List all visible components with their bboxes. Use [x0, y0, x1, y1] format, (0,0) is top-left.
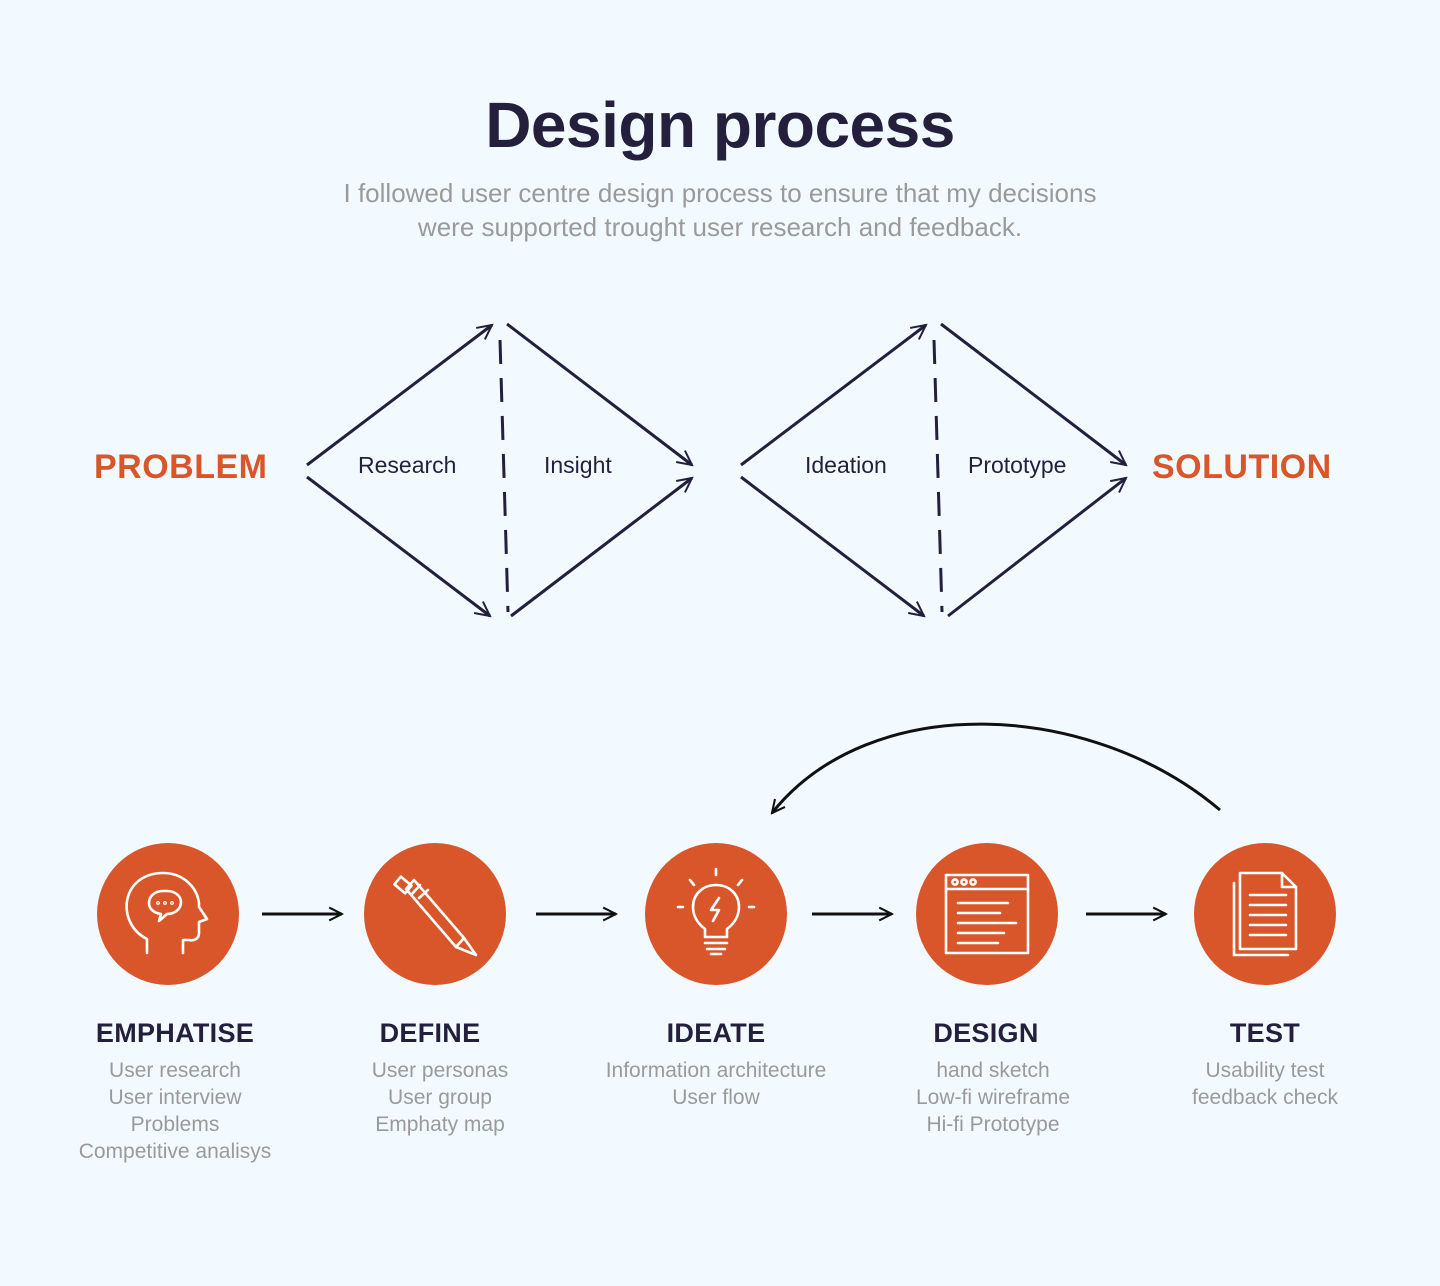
phase-label-insight: Insight — [544, 452, 612, 478]
diamond-2-bottom-right-edge — [947, 478, 1126, 618]
step-test: TEST Usability test feedback check — [1115, 1018, 1415, 1111]
step-title: DESIGN — [933, 1018, 1039, 1048]
step-title: DEFINE — [379, 1018, 481, 1048]
diamond-1-bottom-right-edge — [510, 478, 692, 618]
step-emphatise: EMPHATISE User research User interview P… — [25, 1018, 325, 1165]
phase-label-prototype: Prototype — [968, 452, 1067, 478]
step-item: User flow — [672, 1086, 760, 1109]
step-item: User interview — [108, 1086, 242, 1109]
step-circle-test — [1194, 843, 1336, 985]
step-title: EMPHATISE — [95, 1018, 255, 1048]
step-item: Hi-fi Prototype — [926, 1113, 1060, 1136]
browser-window-icon — [944, 873, 1030, 955]
step-item: Competitive analisys — [78, 1140, 272, 1163]
diamond-1-bottom-left-edge — [306, 475, 490, 616]
head-speech-bubble-icon — [125, 871, 209, 955]
diamond-2-top-left-edge — [740, 325, 926, 467]
diamond-1-divider — [498, 339, 510, 613]
step-define: DEFINE User personas User group Emphaty … — [290, 1018, 590, 1138]
step-circle-design — [916, 843, 1058, 985]
step-item: Low-fi wireframe — [915, 1086, 1071, 1109]
page-title: Design process — [485, 89, 955, 161]
diamond-1 — [306, 322, 692, 618]
documents-icon — [1232, 871, 1298, 957]
step-circle-define — [364, 843, 506, 985]
diamond-2-top-right-edge — [940, 322, 1126, 465]
step-item: User personas — [371, 1059, 509, 1082]
step-item: User group — [388, 1086, 492, 1109]
step-item: hand sketch — [936, 1059, 1050, 1082]
phase-label-research: Research — [358, 452, 457, 478]
feedback-loop-arrow — [772, 722, 1221, 813]
pen-icon — [393, 875, 478, 957]
diamond-2-divider — [932, 339, 944, 613]
step-circle-ideate — [645, 843, 787, 985]
step-circle-emphatise — [97, 843, 239, 985]
subtitle-line-2: were supported trought user research and… — [417, 212, 1023, 242]
subtitle-line-1: I followed user centre design process to… — [343, 178, 1097, 208]
diamond-2 — [740, 322, 1126, 618]
step-design: DESIGN hand sketch Low-fi wireframe Hi-f… — [843, 1018, 1143, 1138]
step-title: IDEATE — [666, 1018, 766, 1048]
step-ideate: IDEATE Information architecture User flo… — [566, 1018, 866, 1111]
phase-label-ideation: Ideation — [805, 452, 887, 478]
step-item: feedback check — [1192, 1086, 1338, 1109]
step-item: Emphaty map — [375, 1113, 505, 1136]
step-item: Usability test — [1205, 1059, 1325, 1082]
lightbulb-icon — [676, 867, 756, 956]
diamond-1-top-right-edge — [506, 322, 692, 465]
problem-label: PROBLEM — [94, 448, 268, 486]
step-item: Information architecture — [605, 1059, 827, 1082]
step-item: Problems — [130, 1113, 220, 1136]
page-subtitle: I followed user centre design process to… — [260, 176, 1180, 244]
diamond-1-top-left-edge — [306, 325, 492, 467]
step-title: TEST — [1229, 1018, 1301, 1048]
solution-label: SOLUTION — [1152, 448, 1332, 486]
step-item: User research — [109, 1059, 241, 1082]
diamond-2-bottom-left-edge — [740, 475, 924, 616]
